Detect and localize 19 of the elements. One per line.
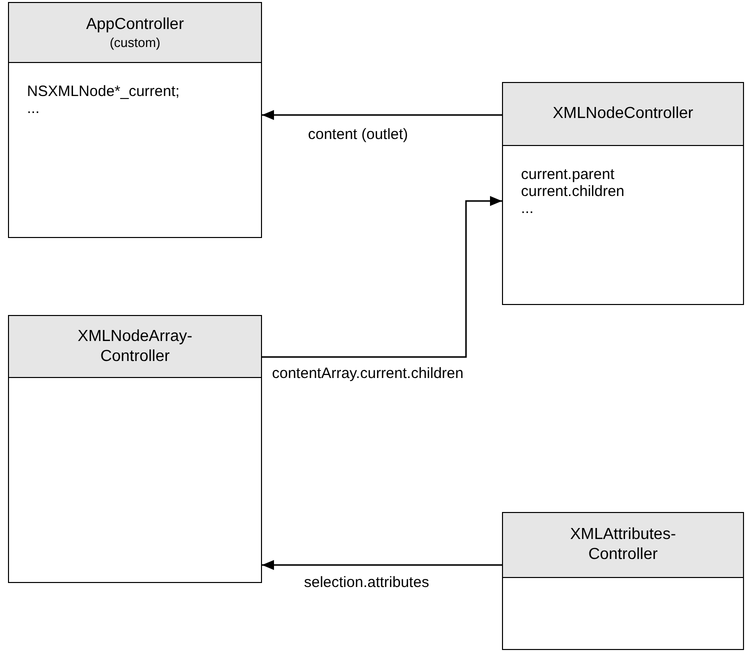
edge-label: contentArray.current.children: [272, 365, 464, 383]
class-name: XMLNodeController: [552, 104, 694, 124]
member-text: ...: [27, 100, 40, 117]
member-text: current.children: [521, 183, 624, 200]
member-text: NSXMLNode*_current;: [27, 83, 180, 100]
member-text: ...: [521, 200, 534, 217]
class-name: XMLAttributes-Controller: [569, 525, 677, 565]
arrow: [262, 560, 502, 570]
class-box: [502, 512, 744, 650]
class-name: AppController: [86, 14, 184, 34]
class-name: XMLNodeArray-Controller: [76, 326, 194, 366]
edge-label: content (outlet): [308, 126, 408, 144]
member-text: current.parent: [521, 166, 614, 183]
arrow: [262, 196, 502, 358]
class-box: [502, 82, 744, 305]
class-box: [8, 315, 262, 583]
arrow: [262, 110, 502, 120]
class-note: (custom): [110, 34, 160, 50]
class-box: [8, 2, 262, 238]
